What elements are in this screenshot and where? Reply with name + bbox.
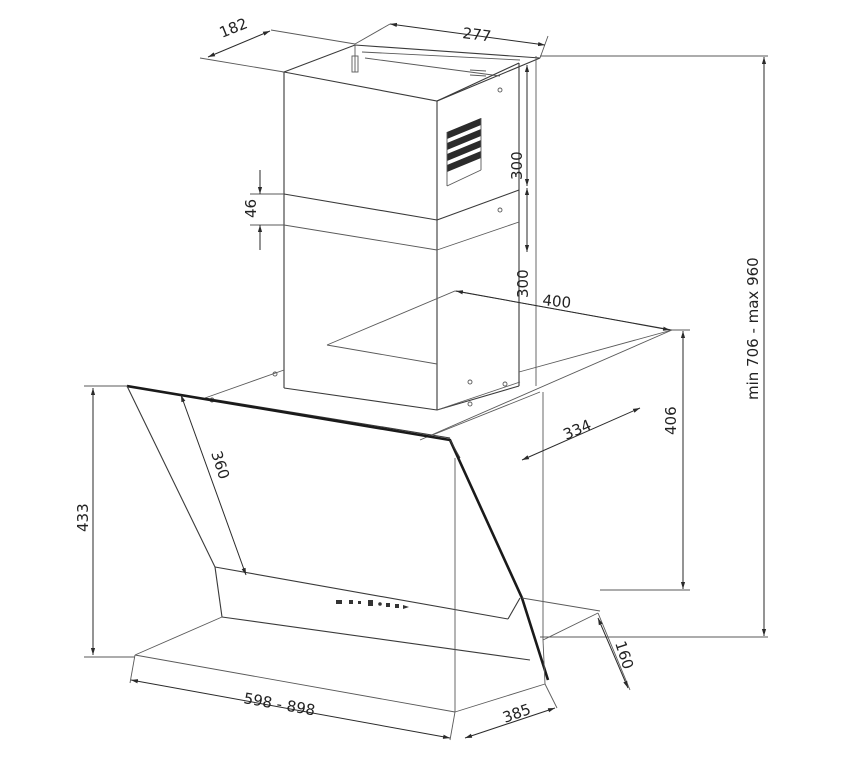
- vent-grille: [446, 118, 482, 187]
- label-chimney-band: 46: [242, 199, 260, 218]
- dimension-labels: 182 277 300 300 46 min 706 - max 960 400…: [74, 14, 762, 726]
- label-hood-depth: 385: [500, 700, 533, 727]
- mount-plate: [326, 290, 673, 441]
- label-chimney-lower-height: 300: [514, 269, 532, 298]
- label-hood-width: 598 - 898: [242, 689, 316, 719]
- label-chimney-upper-height: 300: [508, 151, 526, 180]
- label-chimney-depth: 182: [217, 14, 250, 41]
- label-bottom-depth: 160: [611, 639, 637, 672]
- chimney: [281, 44, 541, 411]
- label-total-height: min 706 - max 960: [744, 257, 762, 400]
- label-mount-width: 400: [542, 291, 572, 312]
- label-chimney-width: 277: [462, 24, 493, 45]
- control-panel: [336, 600, 409, 609]
- dimension-lines: [84, 22, 768, 741]
- hood-body: [126, 369, 601, 713]
- label-glass-length: 360: [207, 449, 233, 482]
- label-front-height: 433: [74, 503, 92, 532]
- label-body-height: 406: [662, 406, 680, 435]
- label-mount-depth: 334: [561, 416, 594, 444]
